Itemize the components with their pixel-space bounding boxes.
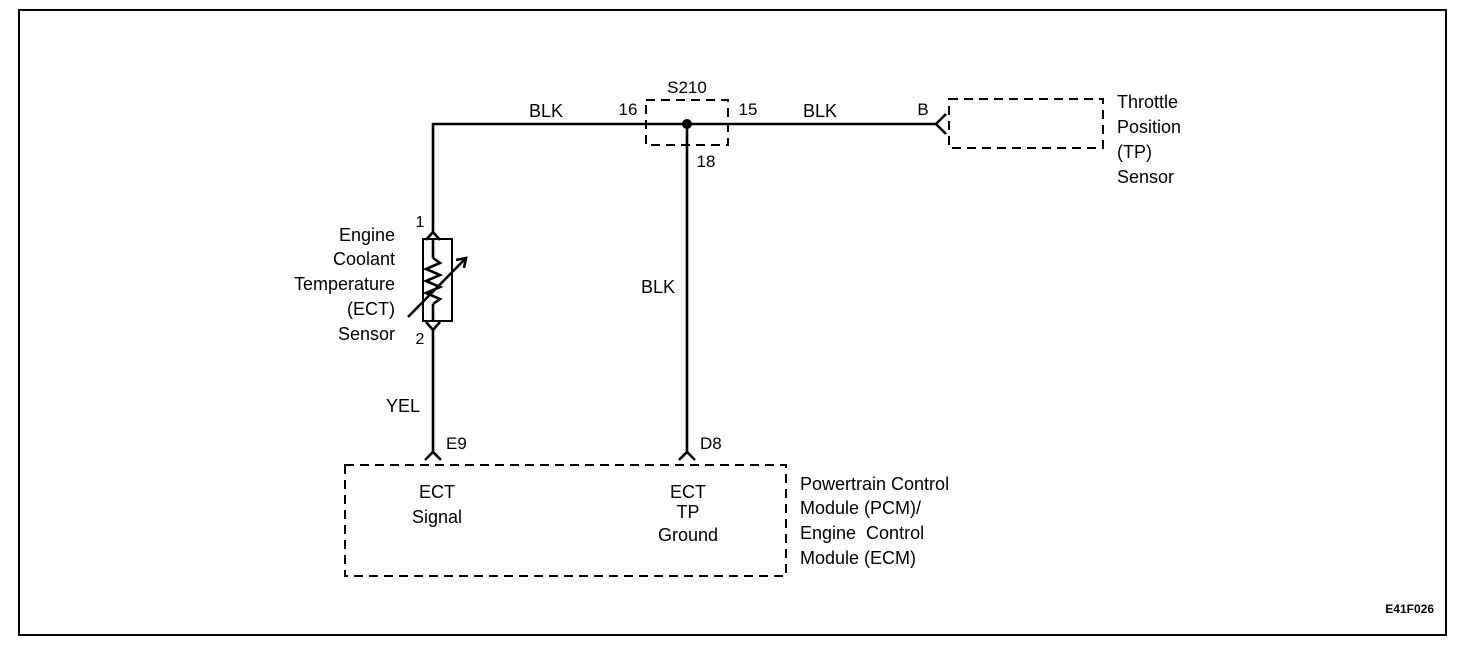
ect-sensor-label: Engine Coolant Temperature (ECT) Sensor [294, 225, 395, 344]
ect-sensor-symbol [407, 230, 468, 332]
svg-text:(ECT): (ECT) [347, 299, 395, 319]
svg-text:Temperature: Temperature [294, 274, 395, 294]
tp-pin: B [917, 100, 928, 119]
pcm-ground-label: ECT TP Ground [658, 482, 718, 545]
ect-pin-bottom: 2 [416, 331, 425, 348]
ect-pin-top: 1 [416, 214, 425, 231]
pcm-connector-e9-icon [424, 450, 442, 461]
tp-sensor-label: Throttle Position (TP) Sensor [1117, 92, 1181, 187]
svg-text:Module (ECM): Module (ECM) [800, 548, 916, 568]
pcm-module-box [344, 464, 787, 577]
splice-pin-left: 16 [619, 100, 638, 119]
wire-color-top-left: BLK [529, 101, 563, 121]
svg-text:Powertrain Control: Powertrain Control [800, 474, 949, 494]
wire-color-signal: YEL [386, 396, 420, 416]
wire-color-top-right: BLK [803, 101, 837, 121]
pcm-ect-signal-label: ECT Signal [412, 482, 462, 527]
svg-text:TP: TP [676, 502, 699, 522]
wire-ect-to-splice [431, 122, 646, 232]
svg-text:Engine: Engine [339, 225, 395, 245]
resistor-icon [422, 256, 444, 306]
splice-dot [682, 119, 692, 129]
thermistor-arrow-icon [407, 257, 467, 318]
splice-pin-right: 15 [739, 100, 758, 119]
svg-text:Signal: Signal [412, 507, 462, 527]
pcm-connector-d8-icon [678, 450, 696, 461]
svg-text:Coolant: Coolant [333, 249, 395, 269]
splice-name: S210 [667, 78, 707, 97]
ect-connector-bottom-icon [425, 321, 441, 332]
diagram-frame [18, 9, 1447, 636]
pcm-module-label: Powertrain Control Module (PCM)/ Engine … [800, 474, 949, 568]
svg-text:Ground: Ground [658, 525, 718, 545]
splice-pin-bottom: 18 [697, 152, 716, 171]
svg-text:Sensor: Sensor [338, 324, 395, 344]
pcm-pin-d8: D8 [700, 434, 722, 453]
svg-text:ECT: ECT [419, 482, 455, 502]
svg-text:Position: Position [1117, 117, 1181, 137]
tp-connector-icon [934, 113, 947, 135]
svg-text:Module (PCM)/: Module (PCM)/ [800, 498, 921, 518]
pcm-pin-e9: E9 [446, 434, 467, 453]
svg-text:ECT: ECT [670, 482, 706, 502]
ect-connector-top-icon [425, 230, 441, 241]
svg-text:Throttle: Throttle [1117, 92, 1178, 112]
svg-text:(TP): (TP) [1117, 142, 1152, 162]
splice-box [645, 99, 729, 146]
svg-text:Sensor: Sensor [1117, 167, 1174, 187]
wire-color-ground: BLK [641, 277, 675, 297]
figure-code: E41F026 [1385, 602, 1434, 616]
svg-text:Engine Control: Engine Control [800, 523, 924, 543]
tp-sensor-box [948, 98, 1104, 149]
